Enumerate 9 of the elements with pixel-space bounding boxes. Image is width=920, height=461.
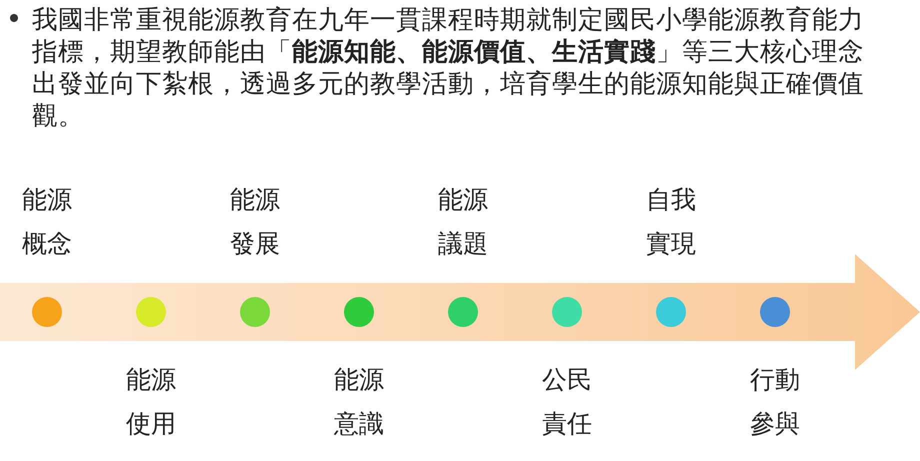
stage-label: 行動參與 bbox=[750, 364, 801, 440]
stage-label: 自我實現 bbox=[646, 184, 697, 260]
stage-label: 能源意識 bbox=[334, 364, 385, 440]
stage-label: 能源使用 bbox=[126, 364, 177, 440]
stage-label: 能源發展 bbox=[230, 184, 281, 260]
stage-label: 能源概念 bbox=[22, 184, 73, 260]
paragraph: 我國非常重視能源教育在九年一貫課程時期就制定國民小學能源教育能力指標，期望教師能由「能源知能、能源價值、生活實踐」等三大核心理念出發並向下紮根，透過多元的教學活動，培育學生的能源知能與正確價值觀。 bbox=[32, 4, 865, 132]
stage-label: 公民責任 bbox=[542, 364, 593, 440]
stage-label: 能源議題 bbox=[438, 184, 489, 260]
